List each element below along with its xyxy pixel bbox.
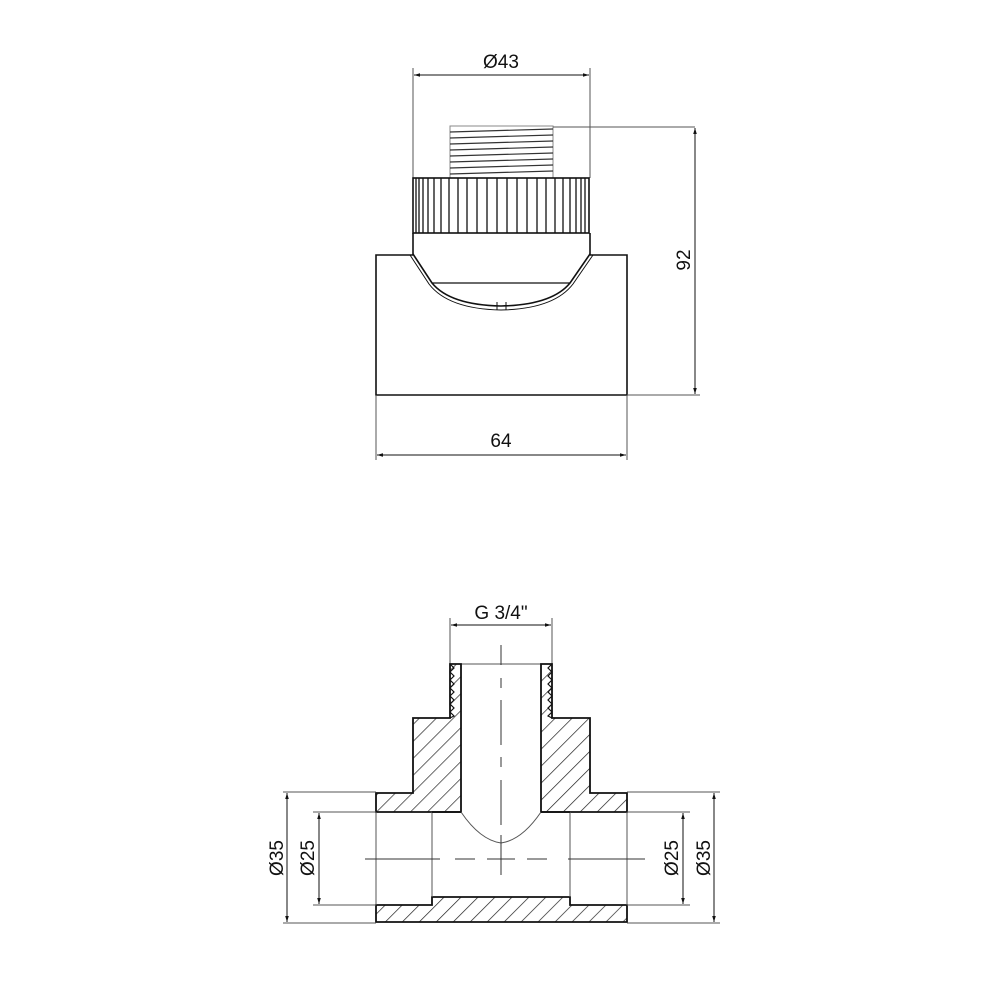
dim-label-right-outer: Ø35 (694, 840, 715, 876)
dim-label-height-92: 92 (674, 249, 695, 270)
front-view: Ø43 (375, 52, 700, 460)
dim-height: 92 (627, 128, 700, 396)
dim-top-diameter: Ø43 (412, 52, 591, 178)
section-view: G 3/4" (267, 603, 720, 924)
tee-body-front (375, 233, 628, 396)
dim-label-width-64: 64 (490, 431, 512, 452)
dim-label-left-outer: Ø35 (267, 840, 288, 876)
external-thread (449, 125, 554, 179)
thread-teeth (449, 663, 553, 719)
dim-label-diameter-43: Ø43 (483, 52, 519, 73)
dim-right-diameters: Ø25 Ø35 (627, 791, 720, 924)
knurled-ring (412, 177, 590, 234)
dim-left-diameters: Ø35 Ø25 (267, 791, 376, 924)
centerlines (365, 645, 645, 875)
dim-label-right-inner: Ø25 (662, 840, 683, 876)
dim-label-left-inner: Ø25 (298, 840, 319, 876)
dim-label-thread: G 3/4" (474, 603, 527, 624)
dim-width: 64 (375, 395, 628, 460)
hatched-section (375, 663, 628, 923)
